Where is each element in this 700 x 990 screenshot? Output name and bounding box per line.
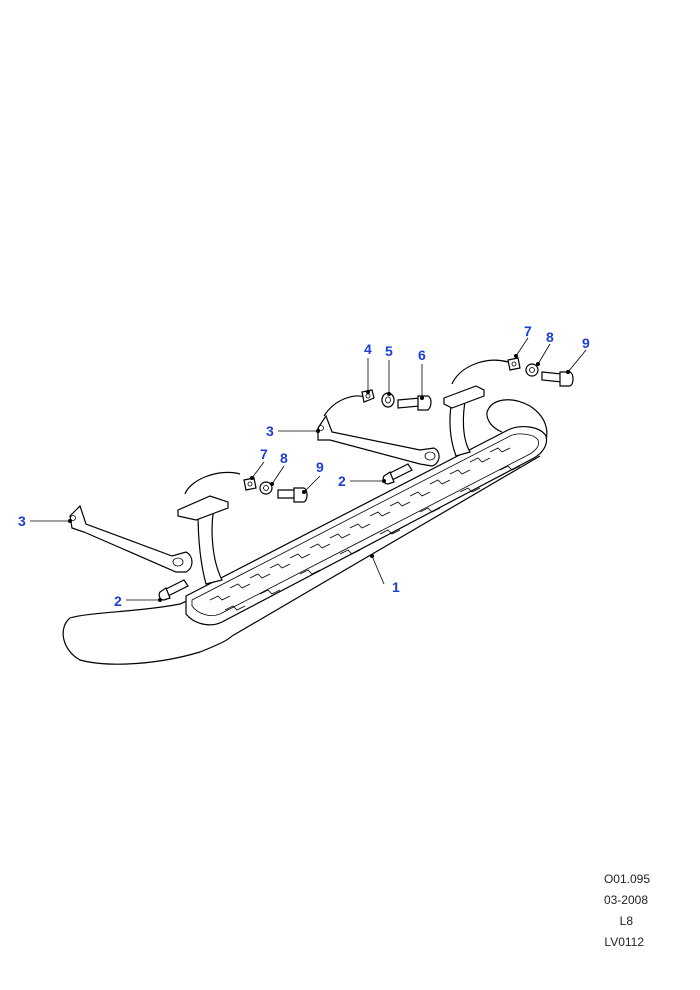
bolt-middle <box>382 463 413 485</box>
callout-9b: 9 <box>582 335 590 351</box>
washer-8-right <box>525 363 539 377</box>
callout-8b: 8 <box>546 329 554 345</box>
bolt-lower-left <box>158 579 189 601</box>
reference-code: O01.095 <box>603 872 650 886</box>
bolt-9-left <box>277 487 308 503</box>
leader-lines <box>30 337 587 602</box>
nut-7-left <box>243 477 257 491</box>
reference-section: L8 <box>619 914 633 928</box>
bolt-6 <box>397 395 432 411</box>
nut-7-right <box>507 357 521 371</box>
callout-6: 6 <box>418 347 426 363</box>
reference-illustration: LV0112 <box>604 935 644 949</box>
callout-4: 4 <box>364 341 372 357</box>
bolt-9-right <box>541 371 574 387</box>
callout-2a: 2 <box>114 593 122 609</box>
callout-8a: 8 <box>280 450 288 466</box>
callout-2b: 2 <box>338 473 346 489</box>
callout-3b: 3 <box>266 423 274 439</box>
callout-5: 5 <box>385 343 393 359</box>
left-mounting-bracket <box>69 504 193 573</box>
callout-1: 1 <box>392 579 400 595</box>
right-support-leg <box>443 359 509 457</box>
left-support-leg <box>177 471 241 585</box>
callout-3a: 3 <box>18 513 26 529</box>
reference-date: 03-2008 <box>603 893 648 907</box>
washer-8-left <box>259 481 273 495</box>
callout-9a: 9 <box>316 459 324 475</box>
callout-7a: 7 <box>260 446 268 462</box>
side-step-tube <box>62 399 548 665</box>
callout-7b: 7 <box>524 323 532 339</box>
step-tread-plate <box>185 426 548 626</box>
